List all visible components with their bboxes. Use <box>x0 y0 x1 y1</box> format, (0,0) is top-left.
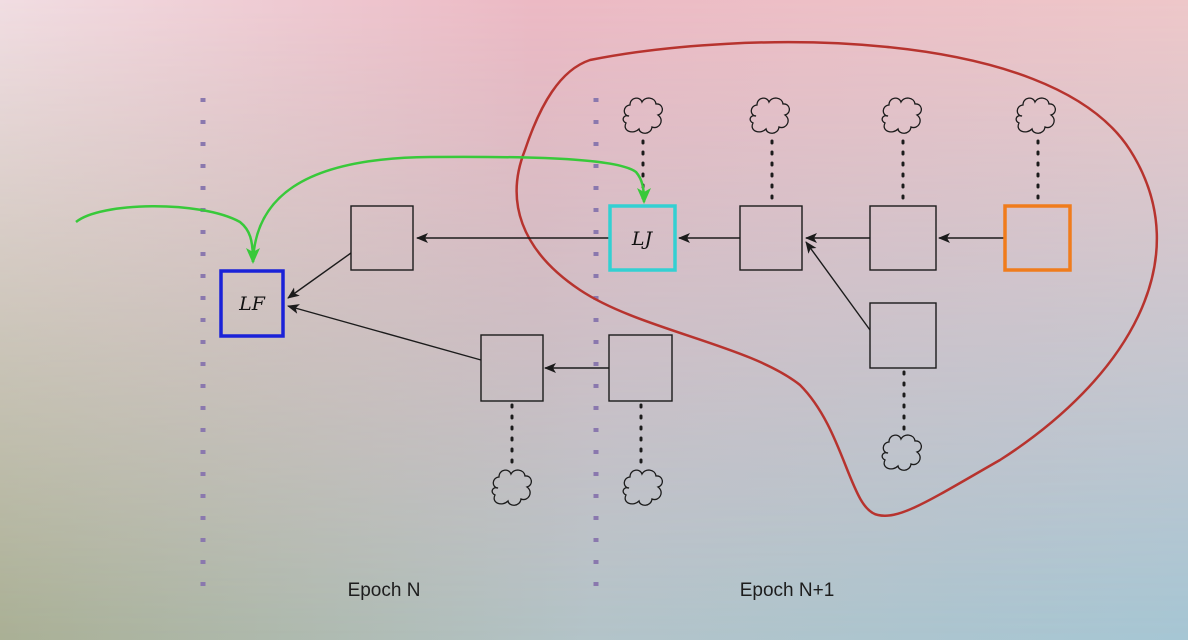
justification-arrows <box>75 155 651 264</box>
epoch-n-label: Epoch N <box>348 580 421 601</box>
block <box>350 205 414 271</box>
block <box>869 205 937 271</box>
tip-block <box>1003 204 1072 272</box>
block <box>608 334 673 402</box>
epoch-n-plus-1-label: Epoch N+1 <box>740 580 835 601</box>
fork-outline <box>515 40 1158 517</box>
last-finalized-block <box>219 269 285 338</box>
block <box>480 334 544 402</box>
block <box>869 302 937 369</box>
subtree-links <box>510 139 1040 472</box>
last-justified-label: LJ <box>631 228 654 250</box>
block <box>739 205 803 271</box>
parent-arrows <box>287 233 1004 373</box>
last-justified-block <box>608 204 677 272</box>
last-finalized-label: LF <box>238 293 266 315</box>
